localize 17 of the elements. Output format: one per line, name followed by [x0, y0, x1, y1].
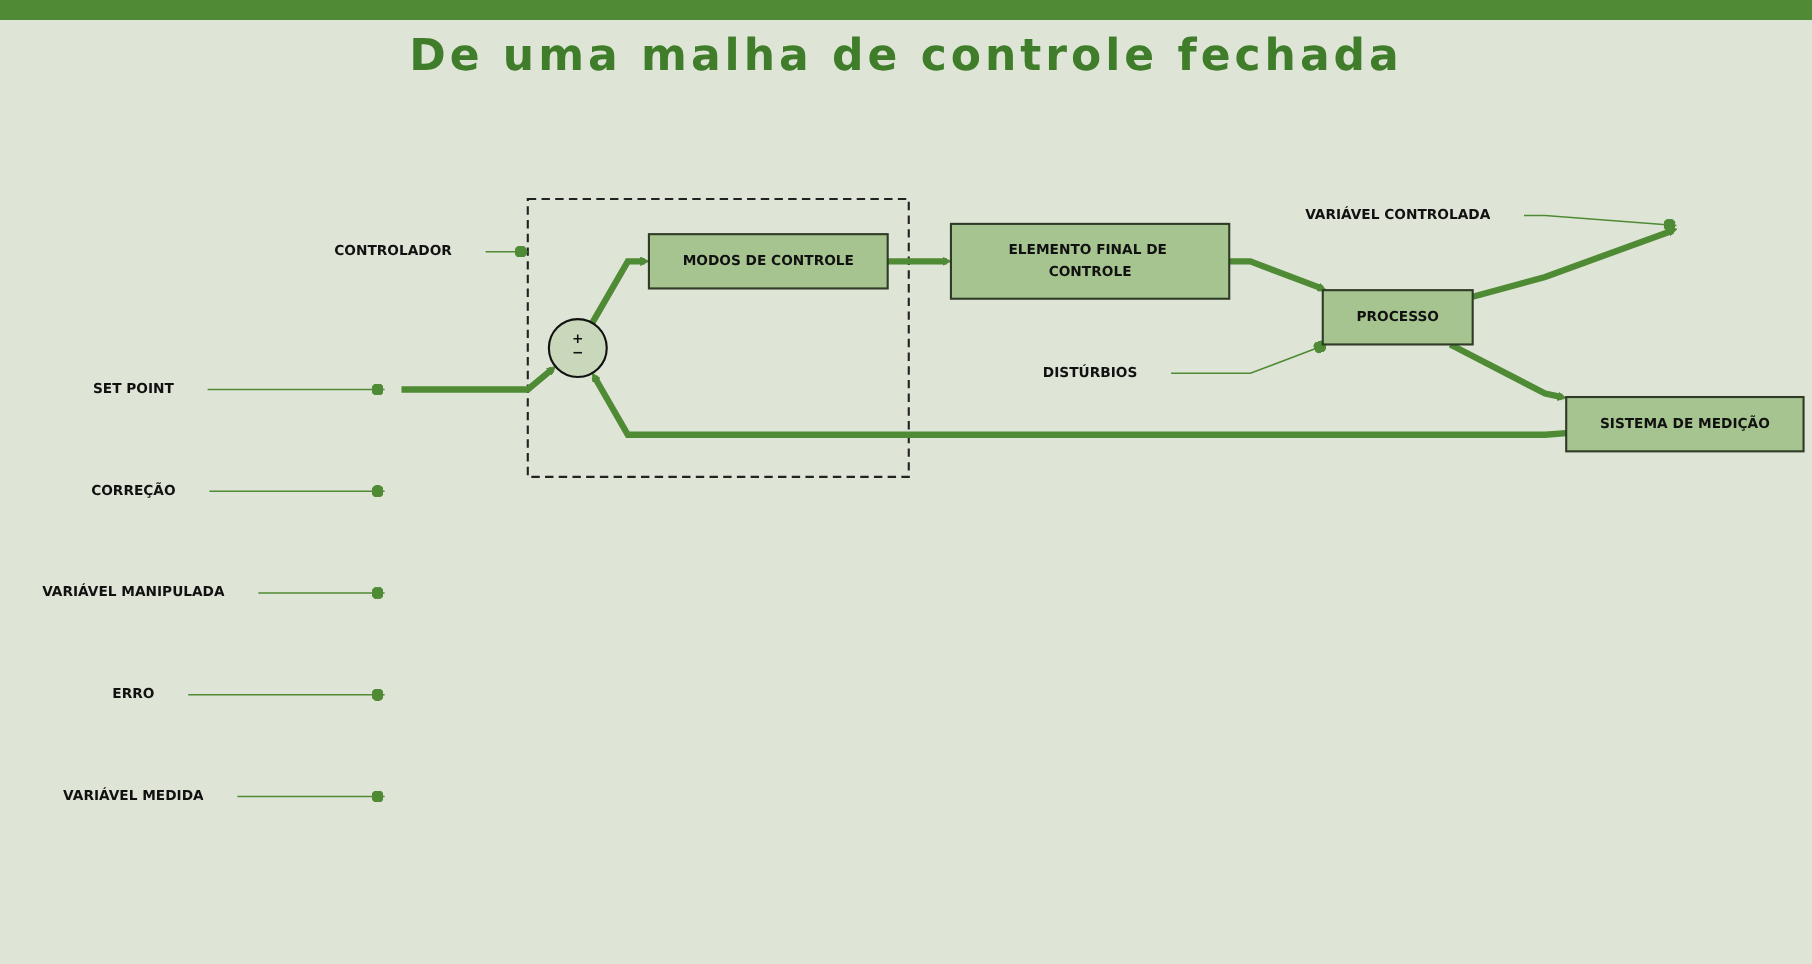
dashed-group-frame: [526, 197, 910, 478]
leader-line: [206, 383, 386, 396]
arrow: [401, 366, 556, 393]
leader-line: [484, 245, 529, 259]
diagram-title: De uma malha de controle fechada: [407, 32, 1405, 82]
arrow: [591, 372, 1567, 438]
leader-line: [257, 586, 386, 600]
arrow: [1229, 258, 1327, 292]
arrow: [1448, 341, 1567, 401]
leader-line: [208, 484, 386, 498]
leader-line: [236, 790, 386, 803]
leader-line: [187, 688, 386, 702]
arrow: [589, 256, 650, 325]
arrow: [887, 256, 952, 266]
leader-line: [1170, 340, 1328, 375]
arrow: [1471, 227, 1678, 300]
leader-line: [1523, 214, 1678, 232]
